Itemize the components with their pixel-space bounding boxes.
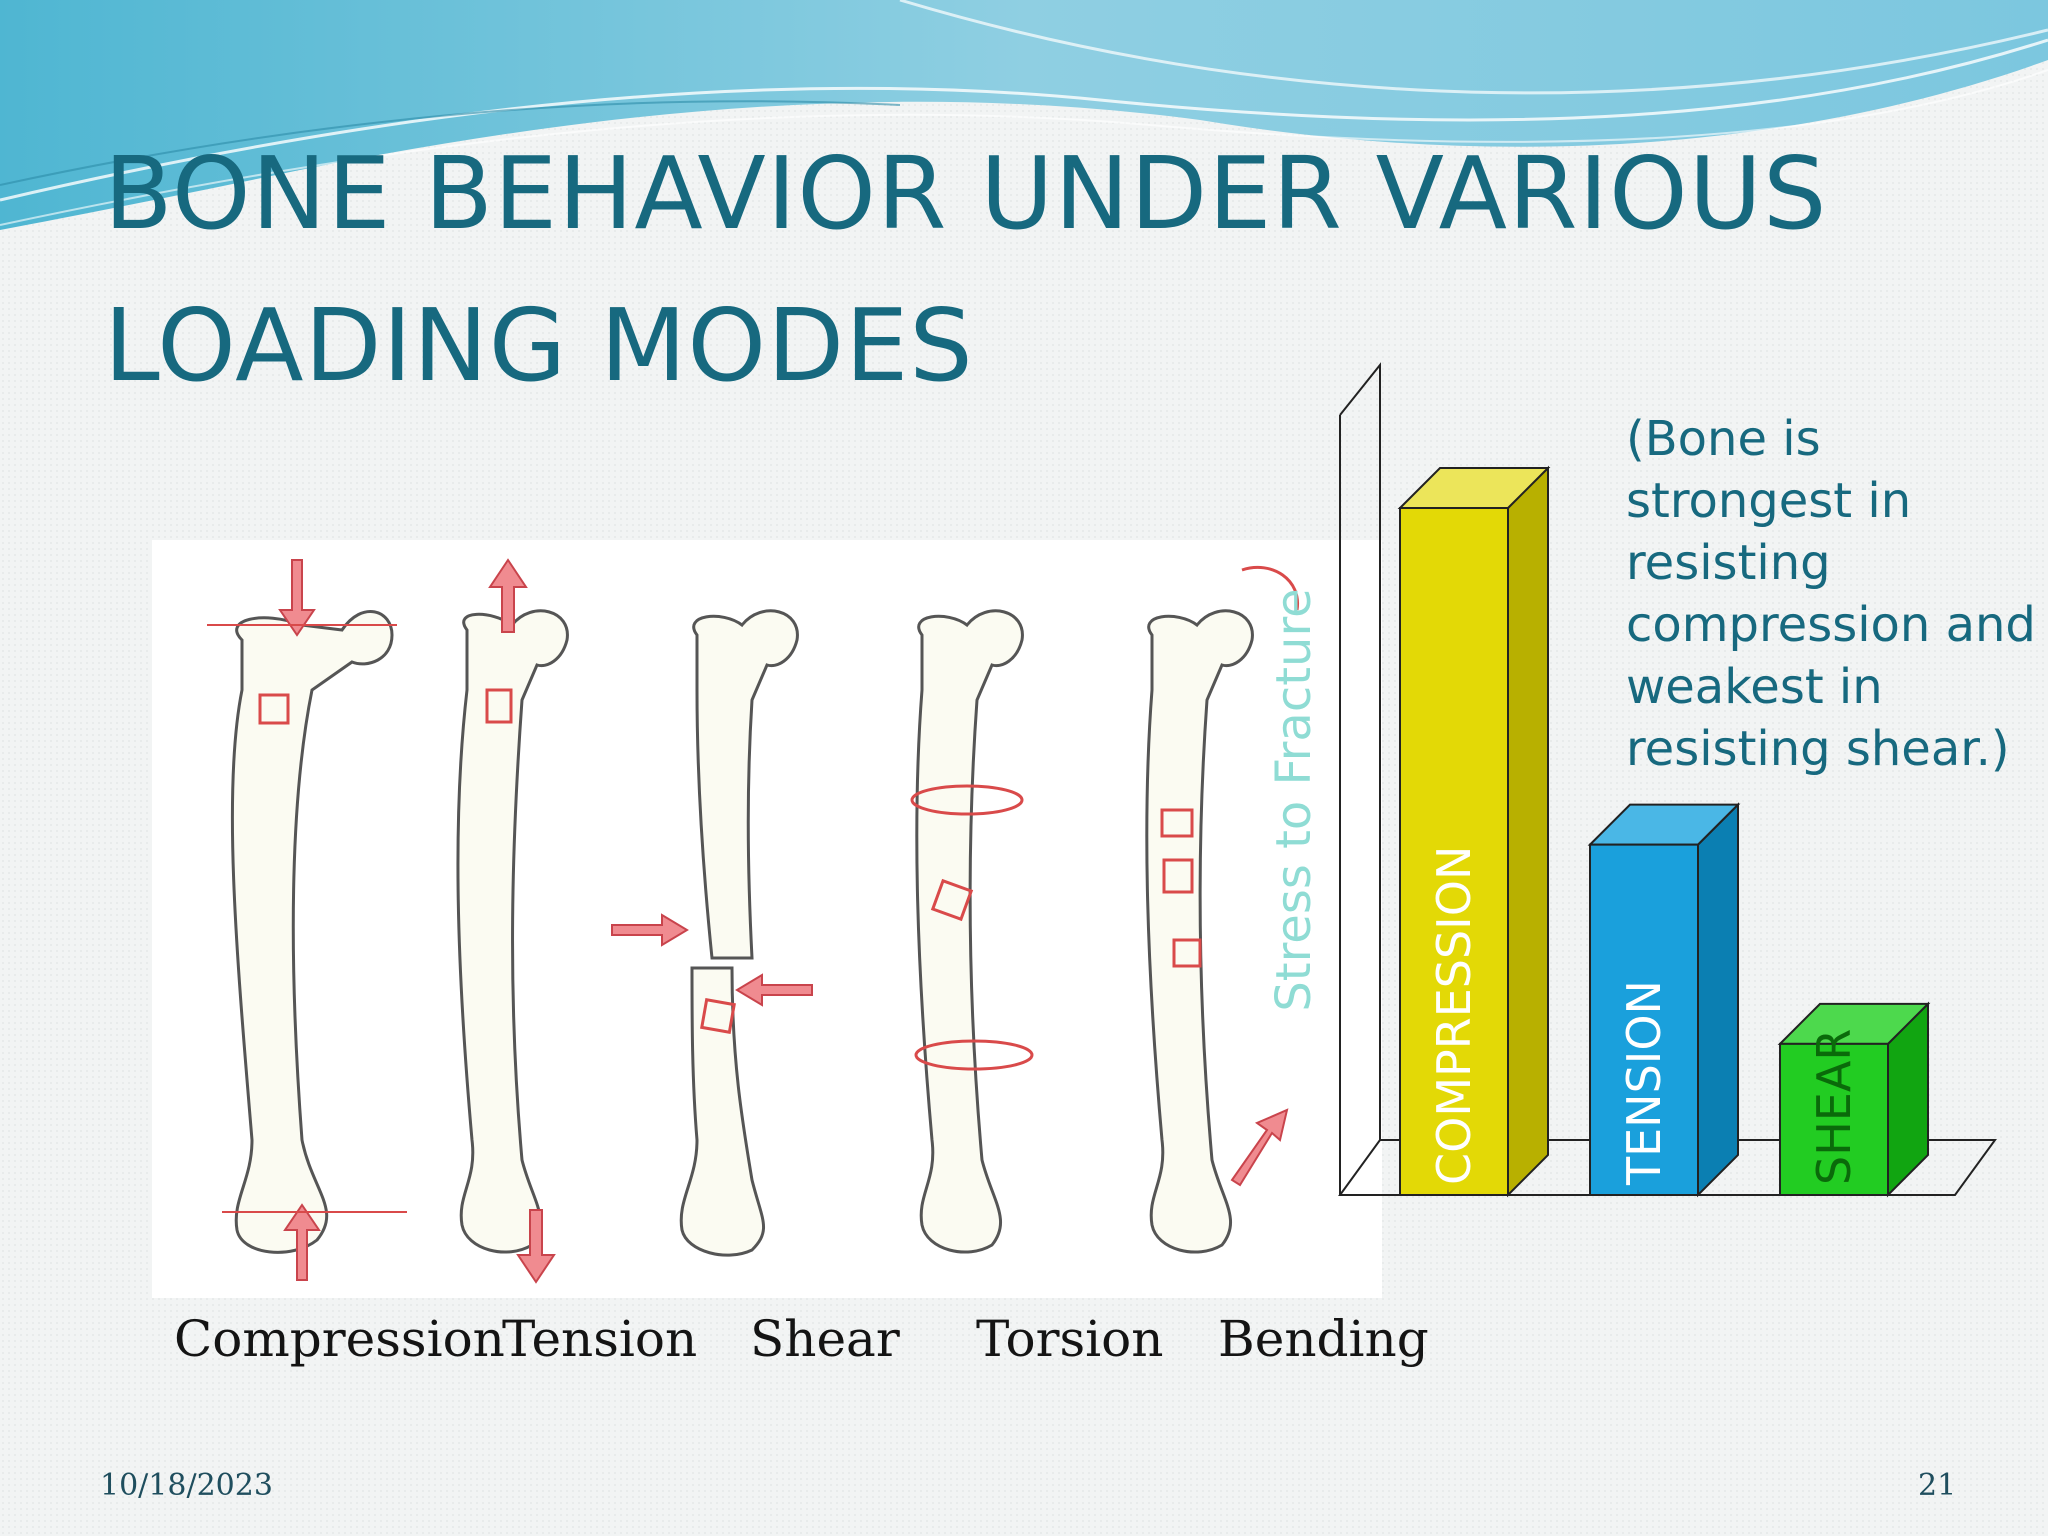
- bar-label-compression: COMPRESSION: [1427, 846, 1481, 1185]
- title-line-2: LOADING MODES: [104, 287, 974, 404]
- top-wave-decoration: [0, 0, 2048, 230]
- bar-side-tension: [1697, 802, 1739, 1198]
- bar-compression: [1399, 507, 1509, 1197]
- bone-label-tension: Tension: [502, 1310, 698, 1368]
- title-line-1: BONE BEHAVIOR UNDER VARIOUS: [104, 135, 1828, 252]
- y-axis-label: Stress to Fracture: [1266, 588, 1322, 1011]
- chart-bars: COMPRESSION TENSION SHEAR: [1397, 465, 1931, 1198]
- bone-tension: [456, 609, 569, 1254]
- bar-side-compression: [1507, 465, 1549, 1198]
- slide-title: BONE BEHAVIOR UNDER VARIOUS LOADING MODE…: [104, 118, 1827, 422]
- bone-loading-illustration: [152, 540, 1382, 1298]
- page-number: 21: [1918, 1468, 1957, 1503]
- stress-bar-chart: Stress to Fracture COMPRESSION TENSION SHE…: [1266, 362, 1997, 1198]
- bone-label-torsion: Torsion: [976, 1310, 1164, 1368]
- footer-date: 10/18/2023: [100, 1468, 273, 1503]
- bar-shear: [1779, 1042, 1889, 1197]
- bone-shear: [679, 609, 799, 1257]
- bar-label-tension: TENSION: [1617, 980, 1671, 1186]
- bone-label-bending: Bending: [1218, 1310, 1429, 1368]
- bone-label-shear: Shear: [750, 1310, 900, 1368]
- bone-torsion: [915, 609, 1024, 1254]
- chart-note: (Bone is strongest in resisting compress…: [1626, 411, 2036, 777]
- chart-axes: [1338, 362, 1997, 1196]
- bar-label-shear: SHEAR: [1807, 1029, 1861, 1185]
- bone-bending: [1145, 609, 1254, 1254]
- bone-label-compression: Compression: [174, 1310, 505, 1368]
- bone-compression: [230, 610, 394, 1254]
- bar-tension: [1589, 843, 1699, 1196]
